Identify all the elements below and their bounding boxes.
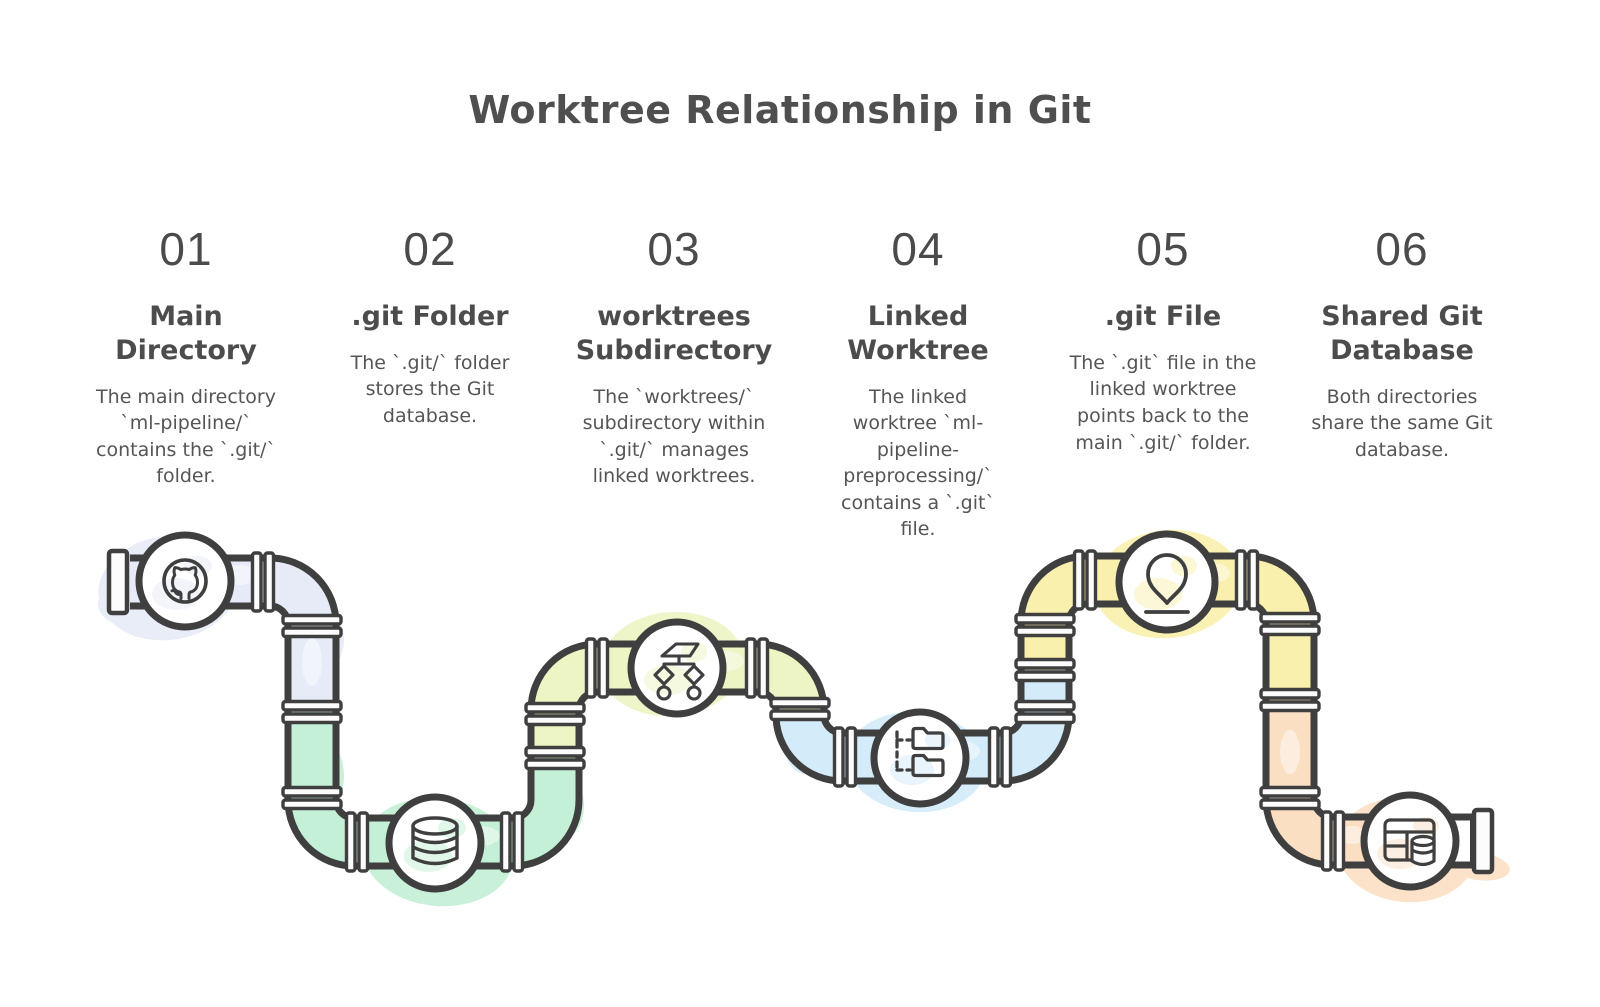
flowchart-icon [653, 642, 705, 701]
step-title: .git Folder [351, 301, 509, 332]
pipe-node-3 [627, 618, 727, 718]
step-column-2: 02 .git Folder The `.git/` folder stores… [333, 226, 528, 430]
step-column-5: 05 .git File The `.git` file in the link… [1068, 226, 1258, 456]
step-column-1: 01 Main Directory The main directory `ml… [84, 226, 289, 490]
step-description: The `.git` file in the linked worktree p… [1069, 351, 1257, 454]
step-description: Both directories share the same Git data… [1311, 385, 1493, 461]
location-pin-icon [1144, 553, 1190, 614]
step-title: .git File [1104, 301, 1222, 332]
pipe-node-5 [1115, 530, 1219, 634]
step-description: The linked worktree `ml-pipeline-preproc… [841, 385, 995, 541]
step-title: Linked Worktree [847, 301, 989, 366]
linked-folders-icon [895, 726, 945, 778]
step-column-6: 06 Shared Git Database Both directories … [1303, 226, 1501, 463]
pipe-node-4 [870, 708, 970, 808]
step-number: 04 [891, 223, 945, 275]
step-title: worktrees Subdirectory [575, 301, 773, 366]
step-description: The `worktrees/` subdirectory within `.g… [582, 385, 766, 488]
pipe-end-cap-left [109, 551, 127, 613]
step-number: 05 [1136, 223, 1190, 275]
step-description: The main directory `ml-pipeline/` contai… [96, 385, 276, 488]
pipe-node-2 [385, 793, 485, 893]
pipe-end-cap-right [1474, 810, 1492, 872]
step-title: Shared Git Database [1321, 301, 1483, 366]
pipe-node-1 [135, 531, 235, 631]
step-title: Main Directory [115, 301, 257, 366]
github-icon [162, 558, 208, 604]
step-column-3: 03 worktrees Subdirectory The `worktrees… [574, 226, 774, 490]
table-database-icon [1383, 818, 1436, 867]
database-icon [411, 816, 459, 866]
step-number: 03 [647, 223, 701, 275]
page-title: Worktree Relationship in Git [468, 88, 1092, 132]
step-column-4: 04 Linked Worktree The linked worktree `… [831, 226, 1006, 543]
step-description: The `.git/` folder stores the Git databa… [350, 351, 510, 427]
step-number: 06 [1375, 223, 1429, 275]
step-number: 01 [159, 223, 213, 275]
pipe-node-6 [1360, 791, 1460, 891]
step-number: 02 [403, 223, 457, 275]
